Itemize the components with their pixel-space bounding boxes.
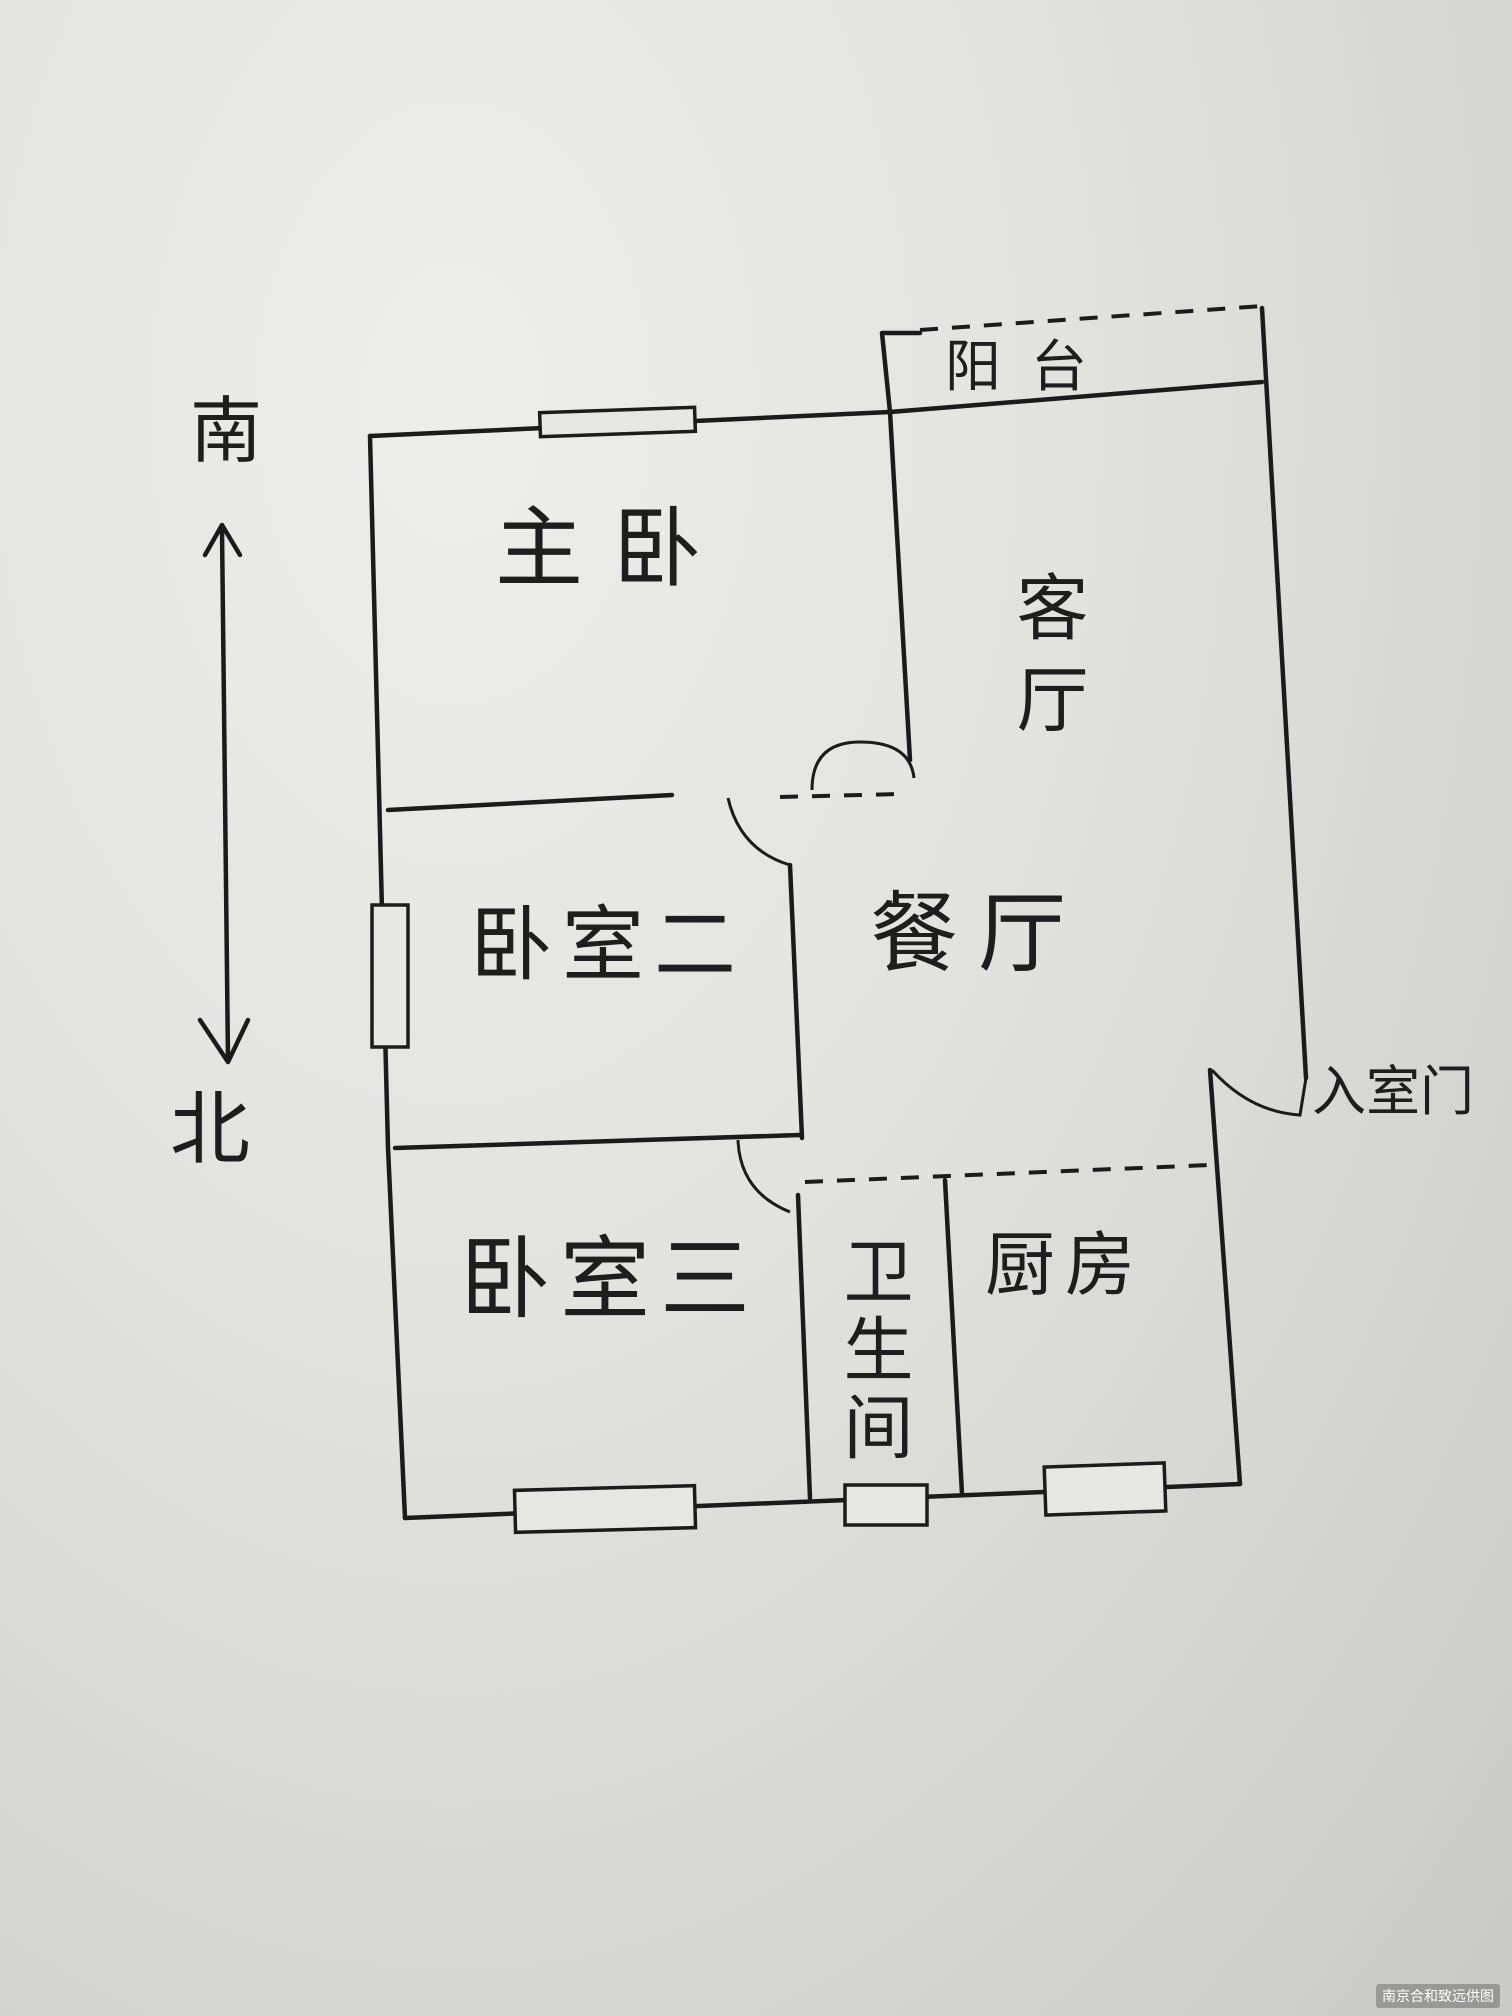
- master-bedroom-window: [537, 405, 698, 439]
- bedroom-three-window: [512, 1483, 698, 1535]
- compass-north-label: 北: [170, 1083, 250, 1176]
- bedroom-three-door: [736, 1139, 791, 1214]
- north-south-arrow: [197, 522, 251, 1065]
- dashed-openings: [779, 304, 1263, 1184]
- kitchen-label: 厨房: [985, 1224, 1145, 1306]
- kitchen-window: [1042, 1461, 1168, 1517]
- bathroom-label: 卫生间: [832, 1235, 914, 1469]
- windows: [370, 405, 1168, 1535]
- bathroom-window: [843, 1483, 929, 1527]
- dining-room-label: 餐厅: [870, 882, 1087, 985]
- entrance-label: 入室门: [1312, 1060, 1474, 1123]
- entrance-door: [1210, 1068, 1308, 1117]
- balcony-label: 阳台: [945, 335, 1117, 400]
- compass-south-label: 南: [190, 389, 263, 473]
- living-room-label: 客厅: [1004, 570, 1088, 754]
- bedroom-two-door: [726, 797, 791, 867]
- bedroom-two-window: [370, 903, 410, 1049]
- master-bedroom-door: [810, 740, 916, 791]
- bedroom-three-label: 卧室三: [460, 1227, 760, 1332]
- bedroom-two-label: 卧室二: [470, 898, 747, 993]
- doors: [726, 740, 1308, 1214]
- watermark-caption: 南京合和致远供图: [1376, 1984, 1500, 2008]
- master-bedroom-label: 主卧: [495, 497, 732, 600]
